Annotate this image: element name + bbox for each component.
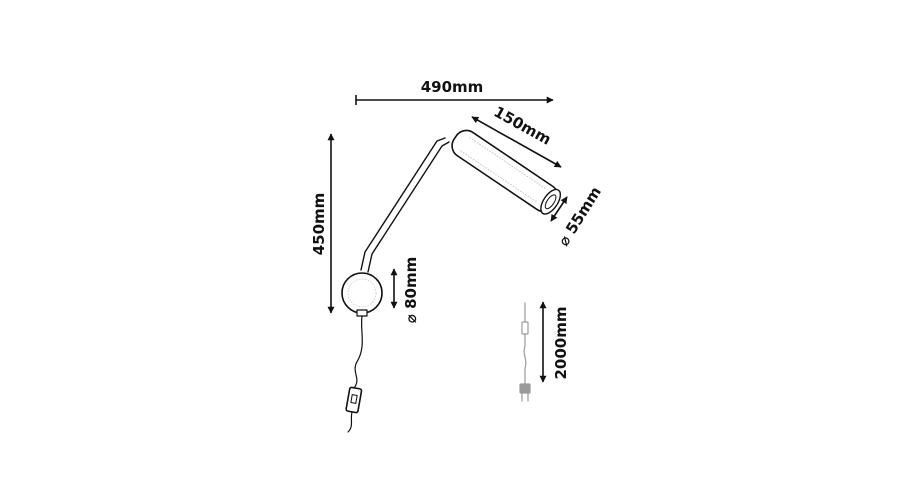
- width-dimension: 490mm: [355, 78, 554, 105]
- head-diameter-label: ⌀ 55mm: [555, 183, 605, 249]
- base-diameter-label: ⌀ 80mm: [402, 257, 420, 323]
- lamp-base: [341, 272, 383, 317]
- cable-length-label: 2000mm: [552, 306, 570, 379]
- height-dimension: 450mm: [310, 133, 335, 314]
- plug-illustration: [519, 302, 531, 402]
- lamp-illustration: [341, 129, 562, 433]
- cable-length-dimension: 2000mm: [539, 301, 570, 383]
- lamp-cable: [353, 315, 363, 389]
- width-label: 490mm: [421, 78, 484, 96]
- lamp-arm: [360, 137, 450, 273]
- head-length-arrow: [471, 116, 562, 168]
- lamp-cable-end: [347, 411, 353, 433]
- cable-switch: [345, 386, 363, 414]
- head-length-label: 150mm: [491, 103, 554, 149]
- plug-body: [519, 383, 531, 394]
- base-diameter-dimension: ⌀ 80mm: [390, 257, 420, 323]
- head-diameter-arrow: [550, 196, 568, 222]
- plug-switch: [521, 321, 529, 335]
- height-label: 450mm: [310, 193, 328, 256]
